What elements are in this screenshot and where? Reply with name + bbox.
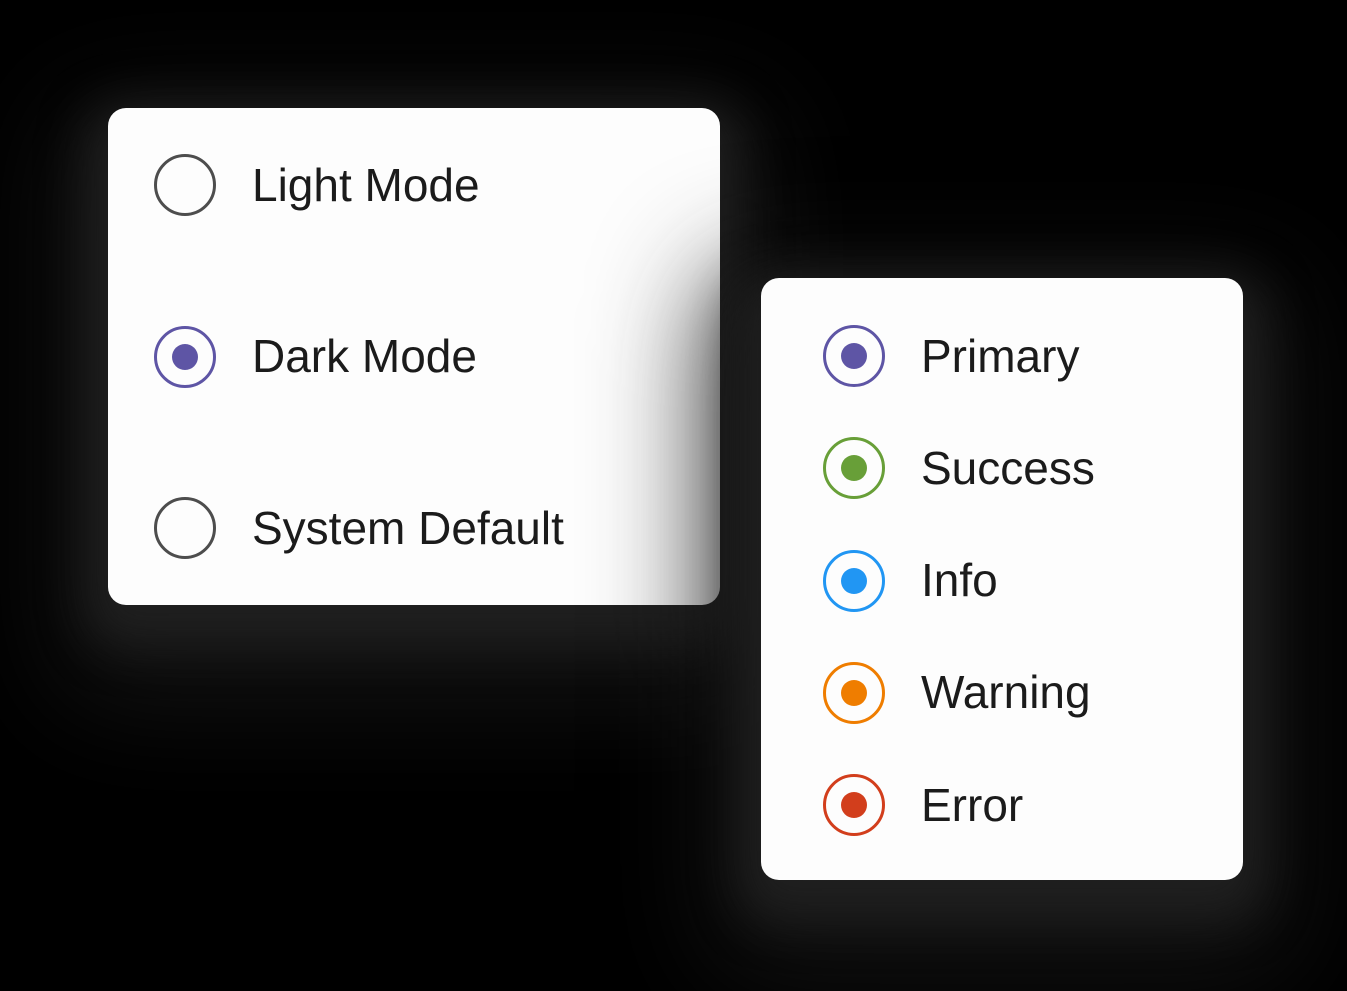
radio-option-primary[interactable]: Primary	[823, 325, 1203, 387]
radio-option-warning[interactable]: Warning	[823, 661, 1203, 724]
radio-label-warning: Warning	[921, 666, 1091, 719]
radio-selected-dot	[172, 343, 198, 370]
radio-selected-dot	[841, 455, 867, 482]
radio-option-error[interactable]: Error	[823, 774, 1203, 836]
radio-button-error-icon[interactable]	[823, 774, 885, 836]
radio-label-error: Error	[921, 778, 1024, 831]
radio-selected-dot	[841, 792, 867, 818]
radio-button-light-mode-icon[interactable]	[154, 154, 216, 216]
radio-selected-dot	[841, 567, 867, 594]
radio-button-warning-icon[interactable]	[823, 661, 885, 724]
radio-label-dark-mode: Dark Mode	[252, 330, 477, 383]
radio-button-success-icon[interactable]	[823, 437, 885, 500]
radio-selected-dot	[841, 679, 867, 706]
radio-label-primary: Primary	[921, 329, 1080, 382]
radio-button-primary-icon[interactable]	[823, 325, 885, 387]
radio-option-info[interactable]: Info	[823, 549, 1203, 612]
radio-label-light-mode: Light Mode	[252, 158, 480, 211]
radio-button-dark-mode-icon[interactable]	[154, 325, 216, 388]
radio-option-system-default[interactable]: System Default	[154, 497, 680, 559]
radio-option-light-mode[interactable]: Light Mode	[154, 154, 680, 216]
radio-selected-dot	[841, 343, 867, 369]
radio-label-info: Info	[921, 554, 998, 607]
radio-label-system-default: System Default	[252, 501, 564, 554]
radio-button-info-icon[interactable]	[823, 549, 885, 612]
radio-label-success: Success	[921, 441, 1095, 494]
radio-option-success[interactable]: Success	[823, 437, 1203, 500]
radio-button-system-default-icon[interactable]	[154, 497, 216, 559]
radio-option-dark-mode[interactable]: Dark Mode	[154, 325, 680, 388]
